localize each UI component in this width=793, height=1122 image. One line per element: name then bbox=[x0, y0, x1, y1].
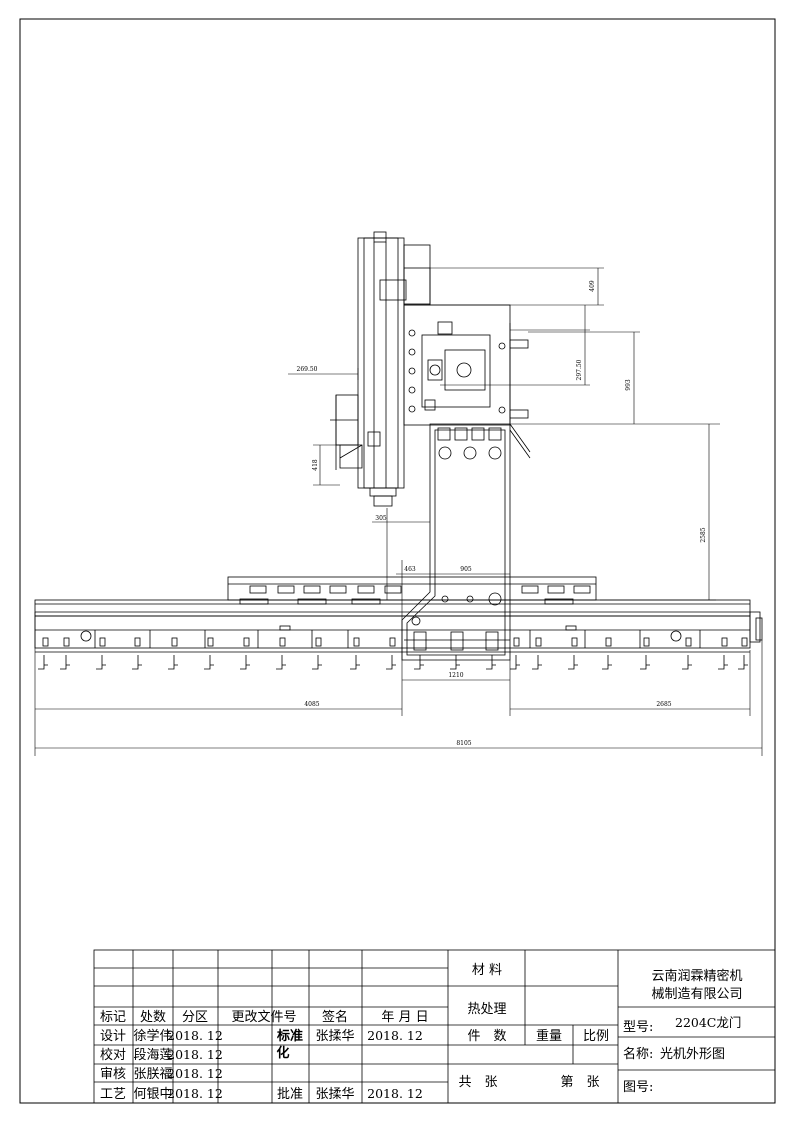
date-approve: 2018. 12 bbox=[367, 1086, 423, 1101]
machine-drawing bbox=[34, 231, 763, 670]
role-standardization: 标准 bbox=[276, 1028, 303, 1044]
heat-treatment-label: 热处理 bbox=[467, 1002, 506, 1017]
name-process: 何银中 bbox=[133, 1086, 172, 1102]
dimension-texts: 409 297.50 993 2585 269.50 418 305 463 9… bbox=[297, 280, 708, 747]
role-proofread: 校对 bbox=[100, 1047, 126, 1063]
title-block-grid bbox=[93, 949, 776, 1104]
name-value: 光机外形图 bbox=[660, 1047, 725, 1062]
dim-4085: 4085 bbox=[304, 701, 319, 708]
signoff-row-review: 审核 张朕福 2018. 12 bbox=[100, 1066, 223, 1082]
name-proofread: 段海莲 bbox=[133, 1048, 172, 1063]
name-design: 徐学伟 bbox=[133, 1028, 172, 1044]
company-name-line1: 云南润霖精密机 bbox=[651, 968, 742, 984]
header-signature: 签名 bbox=[322, 1009, 348, 1025]
dim-8105: 8105 bbox=[456, 740, 471, 747]
dim-2585: 2585 bbox=[700, 527, 707, 542]
company-name-line2: 械制造有限公司 bbox=[651, 987, 742, 1002]
date-proofread: 2018. 12 bbox=[167, 1047, 223, 1062]
dim-297-50: 297.50 bbox=[576, 359, 583, 380]
signoff-row-design: 设计 徐学伟 2018. 12 标准 张揉华 2018. 12 bbox=[100, 1028, 423, 1044]
date-process: 2018. 12 bbox=[167, 1086, 223, 1101]
dim-2685: 2685 bbox=[656, 701, 671, 708]
role-review: 审核 bbox=[100, 1067, 126, 1082]
crossbeam bbox=[403, 267, 529, 426]
title-block: 材 料 热处理 件 数 重量 比例 共 张 第 张 云南润霖精密机 械制造有限公… bbox=[93, 949, 776, 1104]
name-review: 张朕福 bbox=[133, 1067, 172, 1082]
role-process: 工艺 bbox=[100, 1087, 126, 1102]
dim-269-50: 269.50 bbox=[297, 366, 318, 373]
levelling-feet bbox=[35, 651, 750, 670]
name-label: 名称: bbox=[623, 1046, 653, 1062]
role-approve: 批准 bbox=[277, 1087, 303, 1102]
count-label: 件 数 bbox=[467, 1029, 506, 1044]
material-label: 材 料 bbox=[472, 963, 502, 978]
header-count: 处数 bbox=[140, 1010, 166, 1025]
dim-993: 993 bbox=[625, 379, 632, 391]
model-label: 型号: bbox=[623, 1020, 653, 1035]
dimension-lines bbox=[34, 267, 763, 756]
sheet-number-label: 第 张 bbox=[560, 1075, 599, 1090]
dim-905: 905 bbox=[460, 566, 472, 573]
date-review: 2018. 12 bbox=[167, 1066, 223, 1081]
role-design: 设计 bbox=[100, 1029, 126, 1044]
header-zone: 分区 bbox=[182, 1010, 208, 1025]
drawing-number-label: 图号: bbox=[623, 1080, 653, 1095]
spindle-head bbox=[330, 231, 431, 507]
dim-1210: 1210 bbox=[448, 672, 463, 679]
dim-409: 409 bbox=[589, 280, 596, 292]
name-standardization: 张揉华 bbox=[315, 1029, 354, 1044]
model-value: 2204C龙门 bbox=[675, 1015, 741, 1030]
dim-463: 463 bbox=[404, 566, 416, 573]
scale-label: 比例 bbox=[583, 1029, 609, 1044]
header-mark: 标记 bbox=[100, 1010, 126, 1025]
date-standardization: 2018. 12 bbox=[367, 1028, 423, 1043]
role-standardization-cont: 化 bbox=[276, 1045, 289, 1061]
date-design: 2018. 12 bbox=[167, 1028, 223, 1043]
sheet-border bbox=[19, 18, 776, 1104]
signoff-row-process: 工艺 何银中 2018. 12 批准 张揉华 2018. 12 bbox=[100, 1086, 423, 1102]
total-sheets-label: 共 张 bbox=[458, 1075, 497, 1090]
signoff-row-proofread: 校对 段海莲 2018. 12 化 bbox=[100, 1045, 290, 1063]
header-change-doc: 更改文件号 bbox=[231, 1010, 296, 1025]
dim-418: 418 bbox=[312, 459, 319, 471]
gantry-column bbox=[401, 423, 531, 661]
dim-305: 305 bbox=[375, 515, 387, 522]
weight-label: 重量 bbox=[536, 1028, 562, 1044]
name-approve: 张揉华 bbox=[315, 1087, 354, 1102]
machine-bed bbox=[34, 576, 763, 649]
header-date: 年 月 日 bbox=[381, 1010, 428, 1025]
